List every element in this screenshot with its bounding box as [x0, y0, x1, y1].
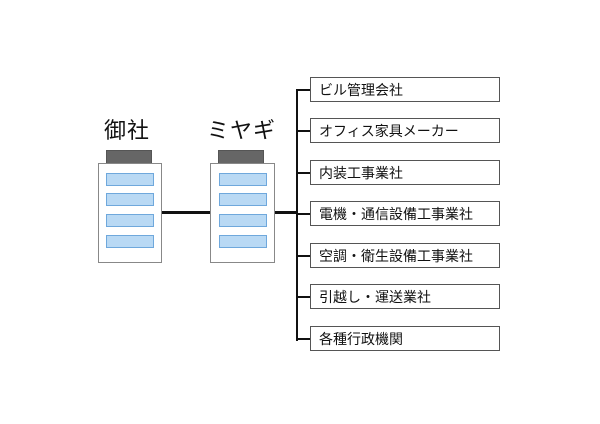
vendor-box-office-furniture: オフィス家具メーカー: [310, 118, 500, 143]
vendor-tick: [297, 130, 310, 132]
client-building-roof: [106, 150, 152, 164]
client-building-window: [106, 235, 154, 248]
client-building-window: [106, 173, 154, 186]
vendor-box-government-agencies: 各種行政機関: [310, 326, 500, 351]
vendor-tick: [297, 89, 310, 91]
company-building-window: [219, 235, 267, 248]
vendor-box-building-management: ビル管理会社: [310, 77, 500, 102]
company-building-window: [219, 193, 267, 206]
vendor-box-moving-transport: 引越し・運送業社: [310, 284, 500, 309]
vendor-tick: [297, 338, 310, 340]
vendor-box-electrical-communication: 電機・通信設備工事業社: [310, 201, 500, 226]
company-label: ミヤギ: [207, 119, 277, 144]
client-building-window: [106, 214, 154, 227]
vendor-box-hvac-sanitation: 空調・衛生設備工事業社: [310, 243, 500, 268]
company-vendors-connector: [275, 211, 297, 214]
client-company-connector: [162, 211, 210, 214]
vendor-tick: [297, 213, 310, 215]
vendor-box-interior-construction: 内装工事業社: [310, 160, 500, 185]
vendor-tick: [297, 296, 310, 298]
vendor-tick: [297, 172, 310, 174]
client-building-window: [106, 193, 154, 206]
company-building-window: [219, 214, 267, 227]
vendor-trunk-line: [296, 89, 298, 341]
company-building-window: [219, 173, 267, 186]
vendor-tick: [297, 255, 310, 257]
company-building-roof: [218, 150, 264, 164]
client-label: 御社: [104, 119, 151, 144]
